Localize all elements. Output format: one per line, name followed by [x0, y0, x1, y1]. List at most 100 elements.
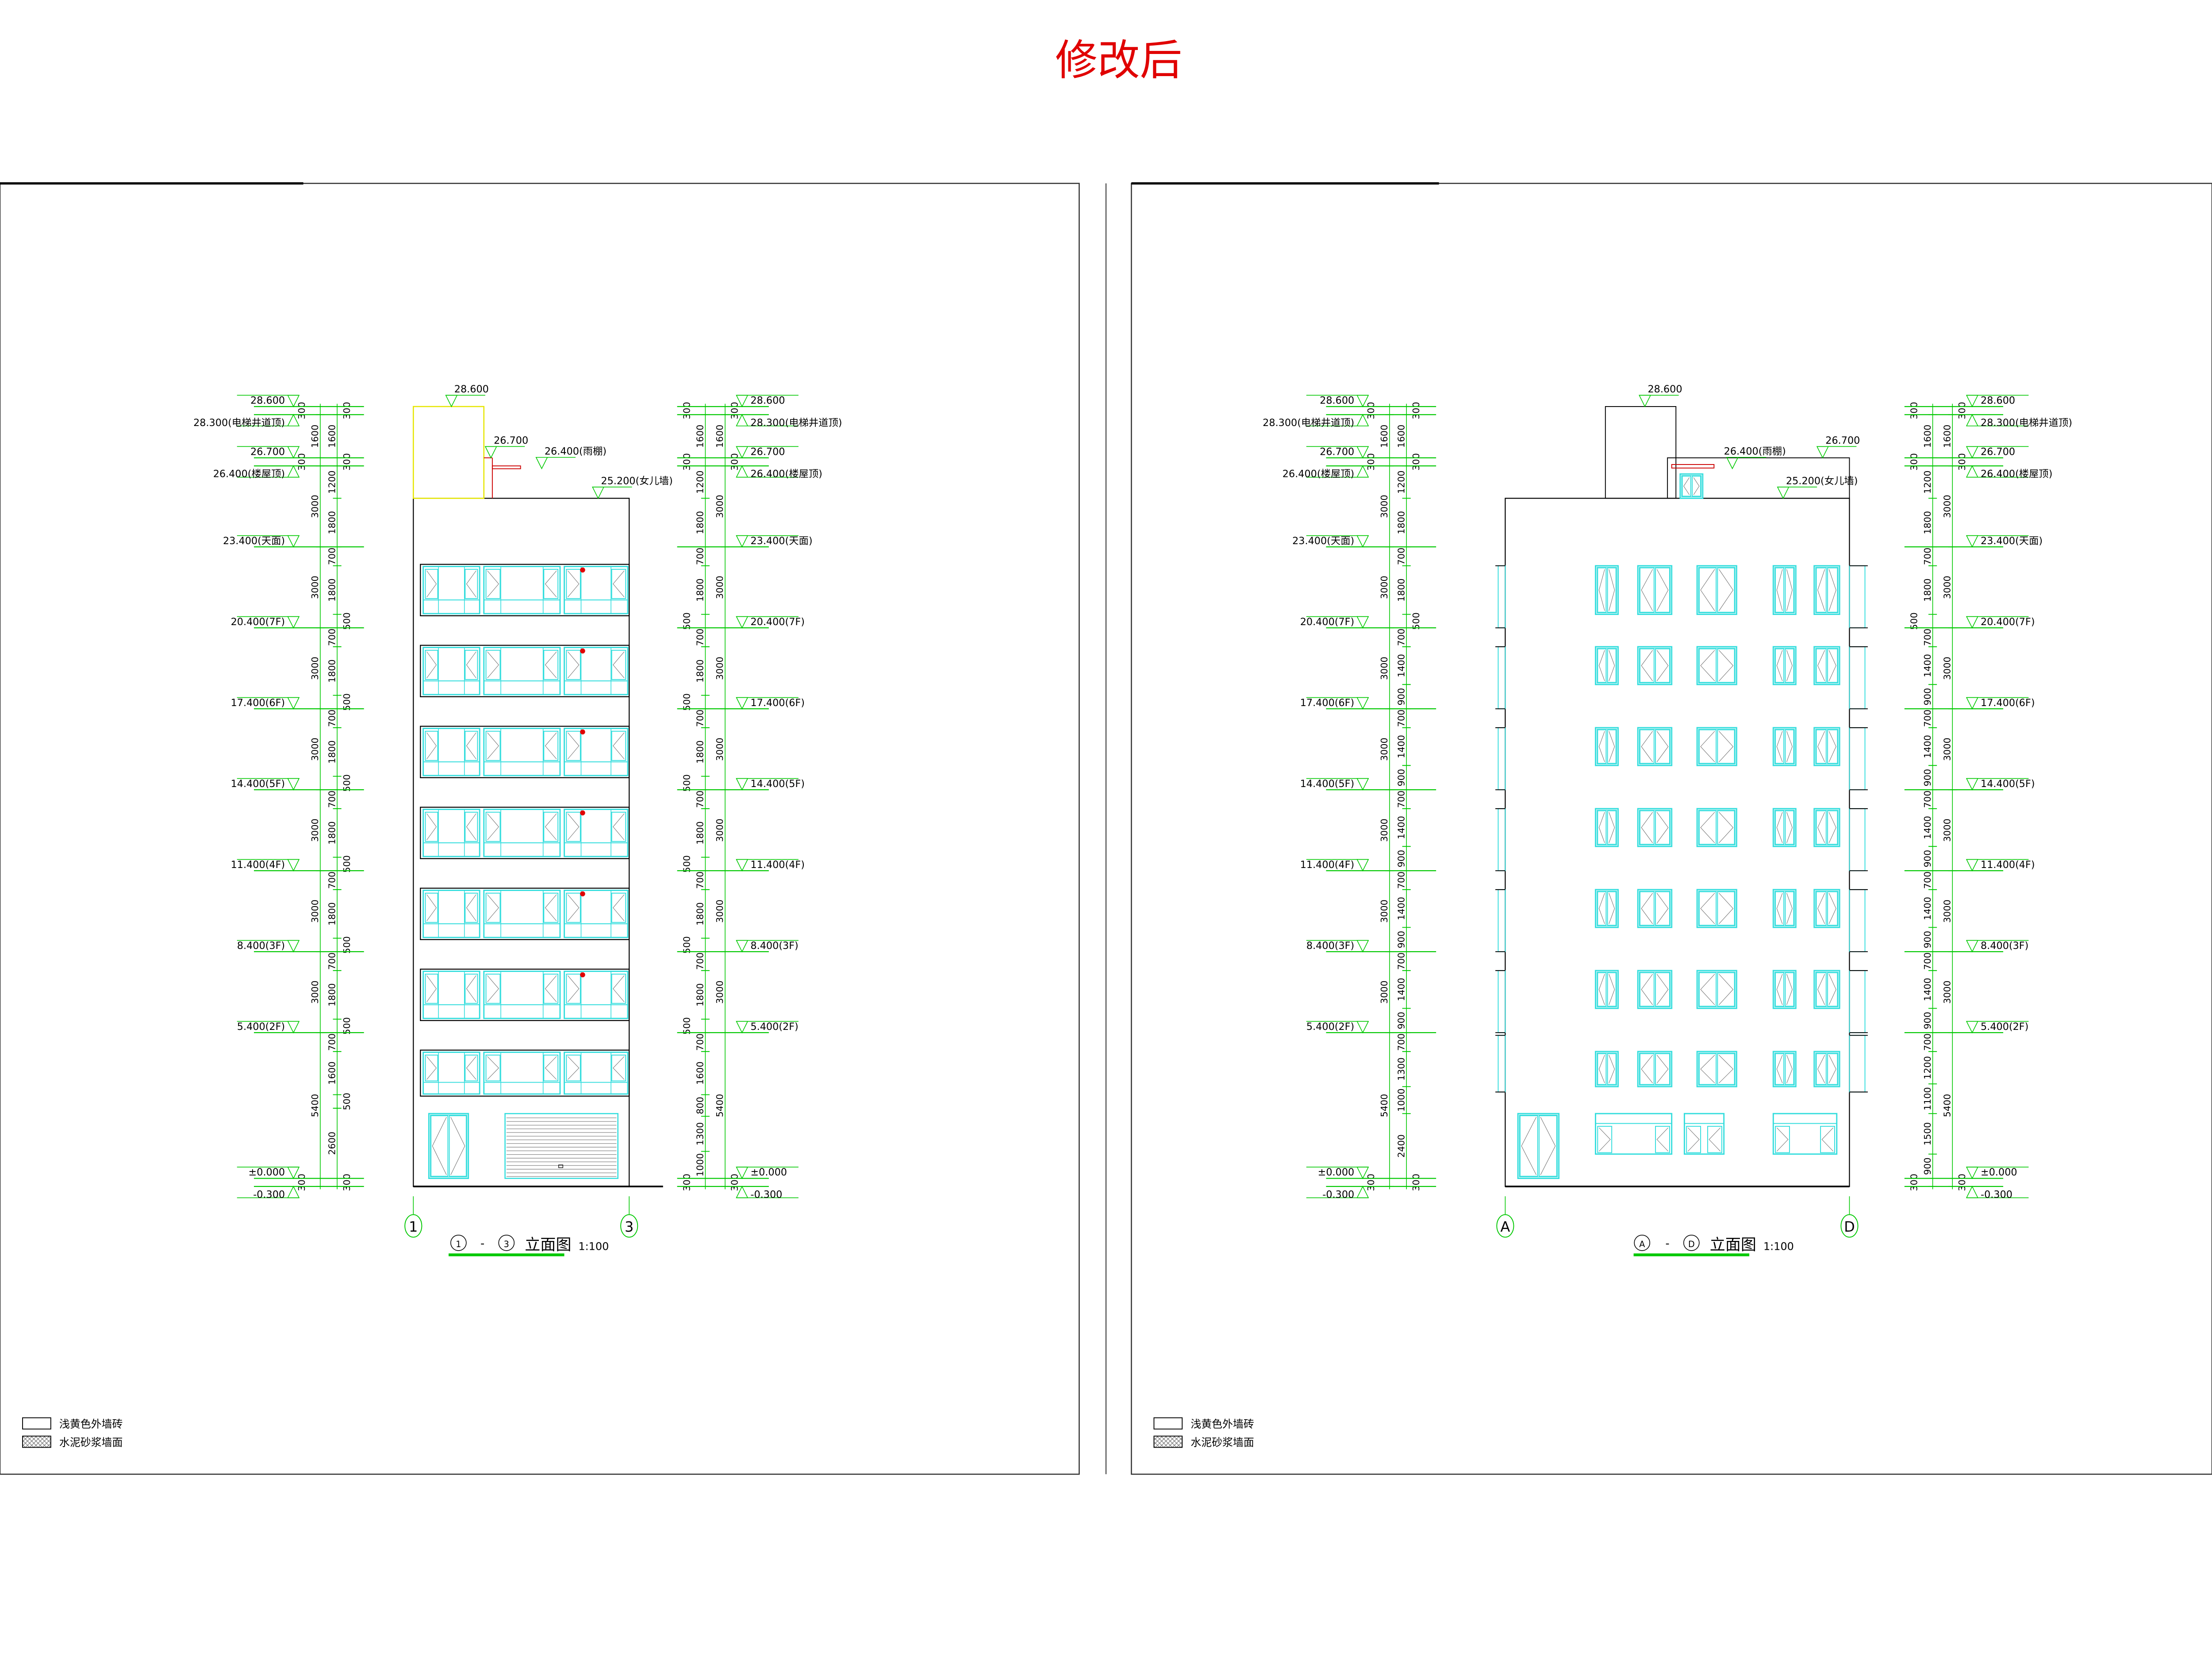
dimension-value: 1500 — [1922, 1122, 1933, 1146]
window-sash — [1816, 972, 1827, 1007]
level-label: 28.300(电梯井道顶) — [750, 417, 842, 429]
window-frame — [1517, 1113, 1560, 1179]
level-triangle — [1966, 616, 1978, 629]
window-frame — [1637, 727, 1673, 766]
window-sash — [1639, 891, 1655, 926]
window — [1813, 889, 1840, 928]
level-triangle — [535, 457, 548, 470]
window — [1696, 727, 1737, 766]
sash-opening-line — [1688, 1127, 1700, 1152]
window-sash — [1785, 1053, 1794, 1085]
side-balcony-right — [1849, 970, 1866, 1033]
red-marker — [580, 567, 585, 573]
sash-opening-line — [568, 1056, 580, 1080]
window-sash — [1655, 1125, 1670, 1153]
window-frame-inner — [1815, 810, 1839, 845]
sash-opening-line — [426, 732, 437, 760]
window-frame — [1772, 1051, 1797, 1087]
window-sash — [485, 892, 501, 923]
window-frame-inner — [1774, 891, 1795, 926]
dimension-value: 1800 — [326, 578, 337, 602]
red-marker — [580, 891, 585, 897]
dimension-value: 3000 — [1942, 576, 1952, 599]
roof-level-label: 28.600 — [454, 384, 489, 395]
window-frame-inner — [1815, 567, 1839, 614]
window-band — [420, 806, 630, 859]
level-label: 26.700 — [1320, 446, 1354, 457]
legend-left: 浅黄色外墙砖 水泥砂浆墙面 — [22, 1417, 123, 1448]
window-frame — [1595, 727, 1619, 766]
garage-door — [504, 1113, 618, 1179]
side-balcony-right — [1849, 646, 1866, 710]
level-triangle — [1356, 1021, 1369, 1033]
side-balcony-right — [1849, 727, 1866, 791]
sash-opening-line — [545, 1056, 557, 1080]
dimension-value: 3000 — [714, 818, 725, 842]
window-frame-inner — [1597, 891, 1617, 926]
level-label: 11.400(4F) — [231, 859, 285, 871]
window-frame-inner — [1639, 891, 1671, 926]
dimension-value: 3000 — [1379, 576, 1390, 599]
dimension-value: 3000 — [714, 899, 725, 923]
side-balcony-left — [1498, 565, 1506, 629]
dimension-value: 900 — [1922, 769, 1933, 787]
sash-opening-line — [487, 975, 499, 1002]
window-sash — [1655, 1053, 1670, 1085]
window-sash — [1816, 648, 1827, 683]
dimension-value: 700 — [1922, 952, 1933, 970]
sash-opening-line — [426, 1056, 437, 1080]
dimension-value: 700 — [1396, 629, 1406, 646]
dimension-value: 1800 — [695, 902, 706, 926]
sash-opening-line — [545, 894, 557, 922]
sash-opening-line — [1598, 650, 1605, 681]
level-triangle — [591, 487, 605, 499]
dimension-value: 900 — [1922, 1012, 1933, 1029]
red-marker — [580, 729, 585, 735]
level-triangle — [287, 940, 300, 952]
level-triangle — [1966, 940, 1978, 952]
window-frame-inner — [1815, 1052, 1839, 1086]
window-frame-inner — [1698, 648, 1736, 684]
window-frame — [1696, 565, 1737, 615]
axis-label: D — [1844, 1218, 1855, 1235]
sash-opening-line — [1598, 974, 1605, 1005]
window-sash — [566, 730, 581, 761]
window-sash — [485, 730, 501, 761]
dimension-value: 1800 — [695, 983, 706, 1006]
axis-bubble — [620, 1214, 638, 1238]
window-frame — [1637, 970, 1673, 1009]
window-band — [420, 645, 630, 697]
sash-opening-line — [1683, 477, 1690, 495]
window-frame-inner — [1815, 891, 1839, 926]
sash-opening-line — [1776, 731, 1783, 762]
window-frame — [1696, 808, 1737, 847]
window-sash — [485, 649, 501, 680]
level-triangle — [1966, 446, 1978, 459]
level-label: 20.400(7F) — [1300, 616, 1355, 628]
level-label: 26.400(楼屋顶) — [750, 469, 822, 480]
axis-label: 1 — [409, 1218, 418, 1235]
axis-ref: A — [1639, 1239, 1645, 1249]
window-sash — [1775, 972, 1785, 1007]
level-triangle — [1966, 465, 1978, 478]
sash-opening-line — [1776, 812, 1783, 843]
sash-opening-line — [1786, 893, 1793, 924]
sash-opening-line — [1598, 812, 1605, 843]
sash-opening-line — [426, 651, 437, 679]
window — [1595, 1051, 1619, 1087]
sash-opening-line — [426, 813, 437, 841]
dimension-value: 700 — [326, 791, 337, 808]
window-frame — [1637, 646, 1673, 685]
window-frame — [564, 647, 629, 695]
dimension-value: 700 — [695, 872, 706, 889]
window-sash — [1698, 1053, 1717, 1085]
level-label: 20.400(7F) — [231, 616, 285, 628]
sash-opening-line — [1828, 974, 1836, 1005]
window-frame-inner — [1639, 567, 1671, 614]
sash-opening-line — [1693, 477, 1700, 495]
dimension-value: 3000 — [714, 657, 725, 680]
sash-opening-line — [1719, 812, 1734, 843]
window-sash — [1717, 648, 1735, 683]
window — [1772, 727, 1797, 766]
